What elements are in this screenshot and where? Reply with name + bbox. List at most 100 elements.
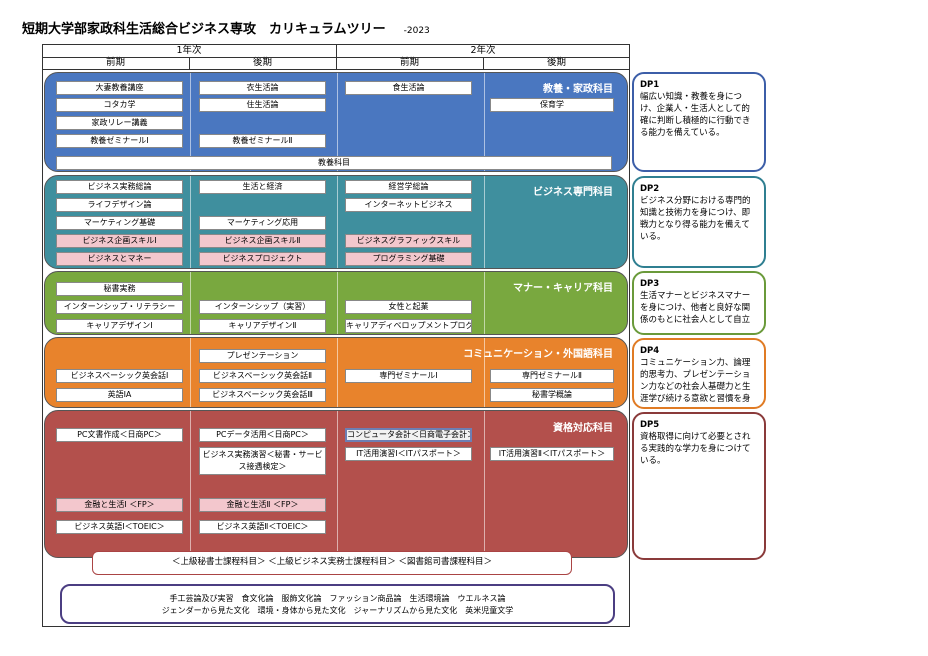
course-box: 女性と起業 xyxy=(345,300,472,314)
course-box: ビジネスベーシック英会話Ⅰ xyxy=(56,369,183,383)
band-column-divider xyxy=(190,411,191,557)
header-divider-left xyxy=(189,57,190,70)
course-box: 衣生活論 xyxy=(199,81,326,95)
general-courses-line1: 手工芸論及び実習 食文化論 服飾文化論 ファッション商品論 生活環境論 ウエルネ… xyxy=(169,594,506,603)
header-y1-second: 後期 xyxy=(252,57,272,68)
header-divider-right xyxy=(483,57,484,70)
band-column-divider xyxy=(337,176,338,268)
band-column-divider xyxy=(484,338,485,407)
course-box: 家政リレー講義 xyxy=(56,116,183,130)
course-box: キャリアデザインⅠ xyxy=(56,319,183,333)
page-title: 短期大学部家政科生活総合ビジネス専攻 カリキュラムツリー-2023 xyxy=(22,22,430,37)
dp-title: DP3 xyxy=(640,279,660,289)
band-column-divider xyxy=(337,338,338,407)
header-year2: 2年次 xyxy=(470,45,496,56)
course-box: プレゼンテーション xyxy=(199,349,326,363)
dp-text: ビジネス分野における専門的知識と技術力を身につけ、即戦力となり得る能力を備えてい… xyxy=(640,196,751,242)
header-divider-mid xyxy=(336,44,337,70)
course-box-wide: 教養科目 xyxy=(56,156,612,170)
band-1: ビジネス専門科目ビジネス実務総論ライフデザイン論マーケティング基礎ビジネス企画ス… xyxy=(44,175,628,269)
course-box: マーケティング応用 xyxy=(199,216,326,230)
course-box: IT活用演習Ⅱ＜ITパスポート＞ xyxy=(490,447,614,461)
course-box: ライフデザイン論 xyxy=(56,198,183,212)
general-courses: 手工芸論及び実習 食文化論 服飾文化論 ファッション商品論 生活環境論 ウエルネ… xyxy=(60,584,615,624)
course-box: 住生活論 xyxy=(199,98,326,112)
band-column-divider xyxy=(337,73,338,171)
course-box: ビジネス実務総論 xyxy=(56,180,183,194)
band-title: ビジネス専門科目 xyxy=(533,187,613,198)
course-box: ビジネスグラフィックスキル xyxy=(345,234,472,248)
course-box: コタカ学 xyxy=(56,98,183,112)
general-courses-line2: ジェンダーから見た文化 環境・身体から見た文化 ジャーナリズムから見た文化 英米… xyxy=(161,606,514,615)
course-box: PC文書作成＜日商PC＞ xyxy=(56,428,183,442)
band-0: 教養・家政科目 大妻教養講座コタカ学家政リレー講義教養ゼミナールⅠ 衣生活論住生活論… xyxy=(44,72,628,172)
course-box: ビジネス企画スキルⅡ xyxy=(199,234,326,248)
course-box: 専門ゼミナールⅡ xyxy=(490,369,614,383)
band-title: コミュニケーション・外国語科目 xyxy=(463,349,613,360)
header-y2-first: 前期 xyxy=(399,57,419,68)
header-y2-second: 後期 xyxy=(546,57,566,68)
course-box: ビジネスとマネー xyxy=(56,252,183,266)
course-box: 秘書実務 xyxy=(56,282,183,296)
band-2: マナー・キャリア科目 秘書実務インターンシップ・リテラシーキャリアデザインⅠ インタ… xyxy=(44,271,628,335)
dp-title: DP2 xyxy=(640,184,660,194)
dp-box: DP4 コミュニケーション力、論理的思考力、プレゼンテーション力などの社会人基礎力… xyxy=(632,338,766,409)
course-box: 保育学 xyxy=(490,98,614,112)
course-box: インターンシップ・リテラシー xyxy=(56,300,183,314)
dp-box: DP5 資格取得に向けて必要とされる実践的な学力を身につけている。 xyxy=(632,412,766,560)
course-box: キャリアディベロップメントプログラムⅠ xyxy=(345,319,472,333)
dp-title: DP1 xyxy=(640,80,660,90)
course-box: ビジネスベーシック英会話Ⅱ xyxy=(199,369,326,383)
course-box: 専門ゼミナールⅠ xyxy=(345,369,472,383)
band-title: マナー・キャリア科目 xyxy=(513,283,613,294)
course-box: ビジネスプロジェクト xyxy=(199,252,326,266)
dp-text: 生活マナーとビジネスマナーを身につけ、他者と良好な関係のもとに社会人として自立 xyxy=(640,291,751,325)
course-box: キャリアデザインⅡ xyxy=(199,319,326,333)
course-box: PCデータ活用＜日商PC＞ xyxy=(199,428,326,442)
band-column-divider xyxy=(337,411,338,557)
course-box: 大妻教養講座 xyxy=(56,81,183,95)
course-box: 金融と生活Ⅰ ＜FP＞ xyxy=(56,498,183,512)
dp-box: DP2 ビジネス分野における専門的知識と技術力を身につけ、即戦力となり得る能力を備… xyxy=(632,176,766,268)
course-box: ビジネス実務演習＜秘書・サービス接遇検定＞ xyxy=(199,447,326,475)
course-box: 食生活論 xyxy=(345,81,472,95)
band-title: 教養・家政科目 xyxy=(543,84,613,95)
band-title: 資格対応科目 xyxy=(553,423,613,434)
dp-title: DP4 xyxy=(640,346,660,356)
course-box: インターンシップ（実習） xyxy=(199,300,326,314)
course-box: 秘書学概論 xyxy=(490,388,614,402)
course-box: 教養ゼミナールⅠ xyxy=(56,134,183,148)
year-note: -2023 xyxy=(403,26,430,36)
course-box: ビジネス企画スキルⅠ xyxy=(56,234,183,248)
course-box: IT活用演習Ⅰ＜ITパスポート＞ xyxy=(345,447,472,461)
band-column-divider xyxy=(484,73,485,171)
course-box: 経営学総論 xyxy=(345,180,472,194)
course-box: マーケティング基礎 xyxy=(56,216,183,230)
band-column-divider xyxy=(484,411,485,557)
band-column-divider xyxy=(190,73,191,171)
band-column-divider xyxy=(484,176,485,268)
dp-box: DP3 生活マナーとビジネスマナーを身につけ、他者と良好な関係のもとに社会人として… xyxy=(632,271,766,335)
band-column-divider xyxy=(484,272,485,334)
header-y1-first: 前期 xyxy=(105,57,125,68)
course-box: コンピュータ会計＜日商電子会計＞ xyxy=(345,428,472,442)
course-box: ビジネス英語Ⅱ＜TOEIC＞ xyxy=(199,520,326,534)
course-box: ビジネス英語Ⅰ＜TOEIC＞ xyxy=(56,520,183,534)
dp-text: 資格取得に向けて必要とされる実践的な学力を身につけている。 xyxy=(640,432,751,466)
course-box: インターネットビジネス xyxy=(345,198,472,212)
course-box: 金融と生活Ⅱ ＜FP＞ xyxy=(199,498,326,512)
course-box: 教養ゼミナールⅡ xyxy=(199,134,326,148)
dp-title: DP5 xyxy=(640,420,660,430)
band-column-divider xyxy=(190,272,191,334)
band-column-divider xyxy=(190,176,191,268)
dp-box: DP1 幅広い知識・教養を身につけ、企業人・生活人として的確に判断し積極的に行動で… xyxy=(632,72,766,172)
course-box: プログラミング基礎 xyxy=(345,252,472,266)
dp-text: 幅広い知識・教養を身につけ、企業人・生活人として的確に判断し積極的に行動できる能… xyxy=(640,92,751,138)
dp-text: コミュニケーション力、論理的思考力、プレゼンテーション力などの社会人基礎力と生涯… xyxy=(640,358,751,404)
course-box: ビジネスベーシック英会話Ⅲ xyxy=(199,388,326,402)
course-box: 生活と経済 xyxy=(199,180,326,194)
upper-course-programs: ＜上級秘書士課程科目＞ ＜上級ビジネス実務士課程科目＞ ＜図書館司書課程科目＞ xyxy=(92,551,572,575)
header-year1: 1年次 xyxy=(176,45,202,56)
